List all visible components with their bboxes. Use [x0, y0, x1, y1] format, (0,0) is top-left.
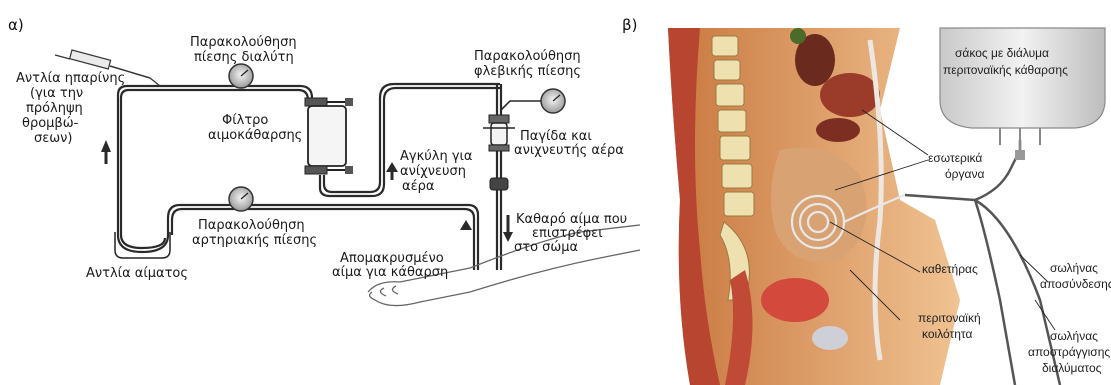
- abdomen-cross-section-illustration: [668, 28, 960, 385]
- dialysate-pressure-line-1: Παρακολούθηση: [190, 35, 297, 50]
- drain-tube-line-1: σωλήνας: [1050, 329, 1098, 343]
- label-arterial-pressure: Παρακολούθηση αρτηριακής πίεσης: [192, 218, 317, 248]
- internal-organs-line-1: εσωτερικά: [928, 151, 982, 165]
- label-internal-organs: εσωτερικά όργανα: [928, 151, 984, 181]
- air-trap-icon: [483, 115, 515, 190]
- heparin-pump-line-3: πρόληψη: [26, 101, 83, 116]
- catheter-tip: [812, 326, 848, 350]
- disconnect-tube-line-1: σωλήνας: [1050, 261, 1098, 275]
- dialysate-pressure-line-2: πίεσης διαλύτη: [194, 50, 294, 65]
- panel-b-letter: β): [622, 16, 637, 34]
- air-loop-line-3: αέρα: [402, 179, 434, 194]
- air-trap-line-1: Παγίδα και: [520, 129, 592, 144]
- organ-bladder: [761, 278, 829, 322]
- removed-blood-line-2: αίμα για κάθαρση: [332, 265, 448, 280]
- organ-gallbladder: [790, 28, 806, 44]
- down-arrow-shaft: [507, 215, 510, 233]
- label-clean-blood: Καθαρό αίμα που επιστρέφει στο σώμα: [514, 212, 627, 255]
- peritoneal-cavity-line-2: κοιλότητα: [922, 327, 973, 341]
- disconnect-tube-line-2: αποσύνδεσης: [1040, 277, 1111, 291]
- air-loop-line-2: ανίχνευση: [400, 164, 466, 179]
- internal-organs-line-2: όργανα: [945, 167, 984, 181]
- clean-blood-line-2: επιστρέφει: [532, 226, 603, 241]
- label-filter: Φίλτρο αιμοκάθαρσης: [208, 113, 302, 143]
- arterial-pressure-line-1: Παρακολούθηση: [198, 218, 305, 233]
- arterial-pressure-line-2: αρτηριακής πίεσης: [192, 233, 317, 248]
- label-heparin-pump: Αντλία ηπαρίνης (για την πρόληψη θρομβώ-…: [16, 71, 125, 146]
- panel-b-peritoneal-dialysis: β): [622, 16, 1111, 385]
- venous-pressure-line-1: Παρακολούθηση: [474, 49, 581, 64]
- label-removed-blood: Απομακρυσμένο αίμα για κάθαρση: [332, 251, 448, 280]
- drain-tube-line-3: διαλύματος: [1042, 361, 1102, 375]
- label-disconnect-tube: σωλήνας αποσύνδεσης: [1040, 261, 1111, 291]
- panel-a-letter: α): [8, 16, 24, 34]
- organ-stomach: [820, 73, 880, 117]
- heparin-pump-line-4: θρομβώ-: [22, 116, 79, 131]
- heparin-pump-line-5: σεων): [34, 131, 73, 146]
- drain-tube-line-2: αποστράγγισης: [1028, 345, 1110, 359]
- heparin-pump-line-2: (για την: [30, 86, 83, 101]
- panel-a-hemodialysis: α): [8, 16, 640, 306]
- label-catheter: καθετήρας: [922, 262, 978, 276]
- label-blood-pump: Αντλία αίματος: [86, 266, 188, 281]
- filter-line-1: Φίλτρο: [222, 113, 268, 128]
- organ-kidney: [816, 118, 860, 142]
- up-arrow-icon: [460, 220, 472, 230]
- heparin-pump-line-1: Αντλία ηπαρίνης: [16, 71, 125, 86]
- solution-bag-icon: σάκος με διάλυμα περιτοναϊκής κάθαρσης: [940, 28, 1105, 160]
- label-venous-pressure: Παρακολούθηση φλεβικής πίεσης: [474, 49, 581, 79]
- label-air-trap: Παγίδα και ανιχνευτής αέρα: [514, 129, 624, 158]
- clean-blood-line-3: στο σώμα: [514, 240, 578, 255]
- down-arrow-icon: [503, 232, 513, 242]
- dialysate-pressure-gauge-icon: [229, 64, 253, 88]
- solution-bag-line-2: περιτοναϊκής κάθαρσης: [943, 63, 1068, 77]
- filter-line-2: αιμοκάθαρσης: [208, 128, 302, 143]
- air-trap-line-2: ανιχνευτής αέρα: [514, 143, 624, 158]
- venous-pressure-line-2: φλεβικής πίεσης: [474, 64, 581, 79]
- removed-blood-line-1: Απομακρυσμένο: [340, 251, 444, 266]
- clean-blood-line-1: Καθαρό αίμα που: [516, 212, 627, 227]
- label-air-loop: Αγκύλη για ανίχνευση αέρα: [400, 149, 473, 194]
- peritoneal-cavity-line-1: περιτοναϊκή: [918, 311, 981, 325]
- label-dialysate-pressure: Παρακολούθηση πίεσης διαλύτη: [190, 35, 297, 65]
- dialysis-filter-icon: [305, 98, 353, 174]
- up-arrow-shaft: [391, 170, 394, 180]
- air-loop-line-1: Αγκύλη για: [400, 149, 473, 164]
- arterial-pressure-gauge-icon: [229, 187, 253, 211]
- label-drain-tube: σωλήνας αποστράγγισης διαλύματος: [1028, 329, 1110, 375]
- up-arrow-shaft: [105, 150, 108, 164]
- venous-pressure-gauge-icon: [501, 89, 565, 113]
- solution-bag-line-1: σάκος με διάλυμα: [955, 46, 1049, 60]
